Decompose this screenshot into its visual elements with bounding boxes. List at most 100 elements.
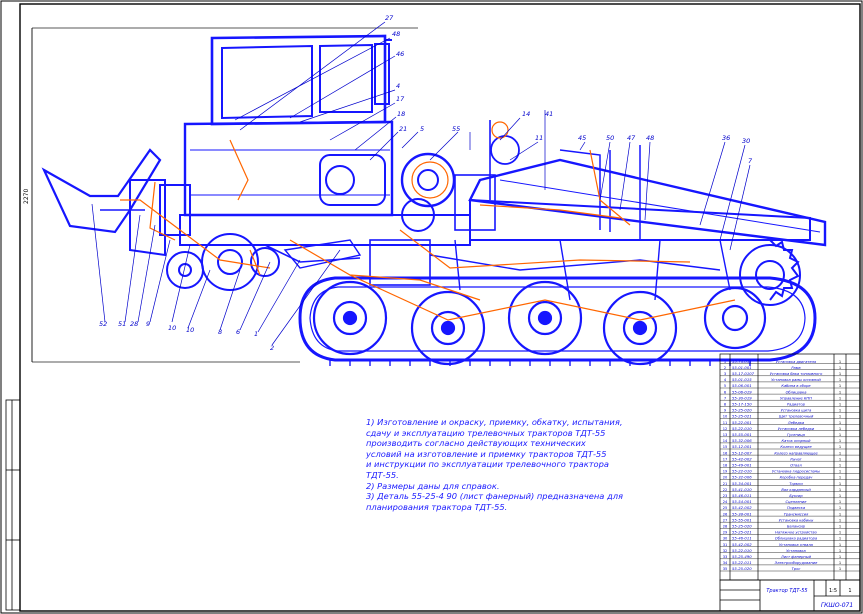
spec-row-index: 2	[724, 366, 726, 370]
spec-row-name: Балансир	[787, 525, 806, 529]
road-wheels	[312, 280, 767, 366]
spec-row-name: Колесо ведущее	[780, 445, 812, 449]
spec-row-name: Установка отвала	[779, 543, 813, 547]
winch	[400, 152, 496, 232]
spec-row-name: Установка двигателя	[776, 360, 817, 364]
spec-row-code: 55-42-002	[732, 542, 752, 547]
spec-row-index: 10	[723, 415, 728, 419]
spec-row-qty: 1	[839, 561, 841, 565]
spec-row-code: 55-17-150	[732, 402, 752, 407]
callout-36: 36	[722, 134, 730, 142]
callout-48: 48	[392, 30, 400, 38]
spec-row-code: 55-30-019	[732, 395, 752, 400]
spec-row-index: 22	[723, 488, 728, 492]
spec-row-index: 27	[723, 518, 728, 522]
spec-row-name: Радиатор	[787, 403, 806, 407]
callout-46: 46	[396, 50, 404, 58]
note-line: и инструкции по эксплуатации трелевочног…	[366, 459, 609, 470]
spec-row-qty: 1	[839, 372, 841, 376]
spec-row-qty: 1	[839, 451, 841, 455]
spec-row-index: 4	[724, 378, 727, 382]
spec-row-code: 55-42-002	[732, 505, 752, 510]
spec-row-code: 55-22-011	[732, 560, 752, 565]
note-line: 2) Размеры даны для справок.	[366, 480, 500, 491]
callout-47: 47	[627, 134, 636, 142]
spec-row-qty: 1	[839, 378, 841, 382]
inner-border	[19, 3, 861, 612]
spec-row-name: Подвеска	[787, 506, 805, 510]
spec-row-qty: 1	[839, 518, 841, 522]
callout-30: 30	[742, 137, 750, 145]
spec-row-name: Трос	[792, 567, 801, 571]
spec-row-name: Кабина в сборе	[781, 384, 811, 388]
spec-row-name: Рычаг	[790, 457, 801, 461]
title-block	[719, 579, 861, 612]
callout-41: 41	[545, 110, 553, 118]
spec-row-qty: 1	[839, 488, 841, 492]
spec-row-code: 55-06-019	[732, 389, 752, 394]
spec-row-qty: 1	[839, 500, 841, 504]
spec-row-qty: 1	[839, 409, 841, 413]
spec-row-qty: 1	[839, 567, 841, 571]
callout-51: 51	[118, 320, 126, 328]
idler-wheel	[739, 239, 801, 306]
spec-row-name: Установка щита	[781, 409, 812, 413]
note-line: 3) Деталь 55-25-4 90 (лист фанерный) пре…	[366, 491, 624, 502]
spec-row-code: 55-41-010	[732, 487, 752, 492]
spec-row-qty: 1	[839, 506, 841, 510]
spec-row-name: Буксир	[789, 494, 803, 498]
spec-row-qty: 1	[839, 390, 841, 394]
highlighted-parts	[120, 121, 736, 321]
spec-row-qty: 1	[839, 403, 841, 407]
spec-row-qty: 1	[839, 421, 841, 425]
callout-48b: 48	[646, 134, 654, 142]
spec-row-code: 55-32-006	[732, 475, 752, 480]
spec-row-name: Рама	[791, 366, 800, 370]
spec-row-index: 32	[723, 549, 728, 553]
spec-row-code: 55-01-015	[732, 377, 752, 382]
tractor-body	[41, 34, 827, 301]
spec-row-qty: 1	[839, 366, 841, 370]
spec-row-index: 35	[723, 567, 728, 571]
spec-row-index: 6	[724, 390, 727, 394]
title-designation: ГКШО-071	[821, 602, 853, 609]
spec-row-name: Гусеница	[787, 433, 805, 437]
callout-8: 8	[218, 328, 222, 336]
spec-row-index: 30	[723, 537, 728, 541]
callout-17: 17	[396, 95, 405, 103]
spec-row-qty: 1	[839, 427, 841, 431]
callout-2: 2	[270, 344, 274, 352]
callout-50: 50	[606, 134, 614, 142]
spec-row-index: 12	[723, 427, 728, 431]
spec-row-index: 18	[723, 464, 728, 468]
spec-row-code: 55-25-021	[732, 530, 752, 535]
technical-notes: 1) Изготовление и окраску, приемку, обка…	[366, 417, 628, 512]
note-line: сдачу и эксплуатацию трелевочных трактор…	[366, 427, 606, 438]
spec-row-code: 55-55-001	[732, 432, 752, 437]
callout-11: 11	[535, 134, 543, 142]
spec-row-index: 19	[723, 470, 728, 474]
spec-row-code: 55-25-020	[732, 524, 752, 529]
spec-row-name: Колесо направляющее	[774, 451, 818, 455]
spec-row-name: Установка рамы основной	[771, 378, 821, 382]
spec-row-qty: 1	[839, 512, 841, 516]
callout-6: 6	[236, 328, 240, 336]
spec-row-index: 14	[723, 439, 728, 443]
note-line: производить согласно действующих техниче…	[366, 438, 586, 449]
note-line: условий на изготовление и приемку тракто…	[366, 448, 607, 459]
spec-row-name: Тормоз	[789, 482, 803, 486]
spec-row-qty: 1	[839, 470, 841, 474]
spec-row-code: 55-55-001	[732, 517, 752, 522]
callout-10a: 10	[168, 324, 176, 332]
title-doc-name: Трактор ТДТ-55	[766, 588, 807, 594]
spec-row-name: Лебедка	[787, 421, 804, 425]
spec-row-code: 55-42-002	[732, 456, 752, 461]
spec-row-code: 55-22-010	[732, 426, 752, 431]
spec-row-qty: 1	[839, 543, 841, 547]
spec-row-qty: 1	[839, 494, 841, 498]
spec-row-name: Натяжное устройство	[775, 531, 817, 535]
spec-row-name: Щит трелевочный	[779, 415, 814, 419]
callout-21: 21	[399, 125, 407, 133]
note-line: планирования трактора ТДТ-55.	[366, 501, 508, 512]
